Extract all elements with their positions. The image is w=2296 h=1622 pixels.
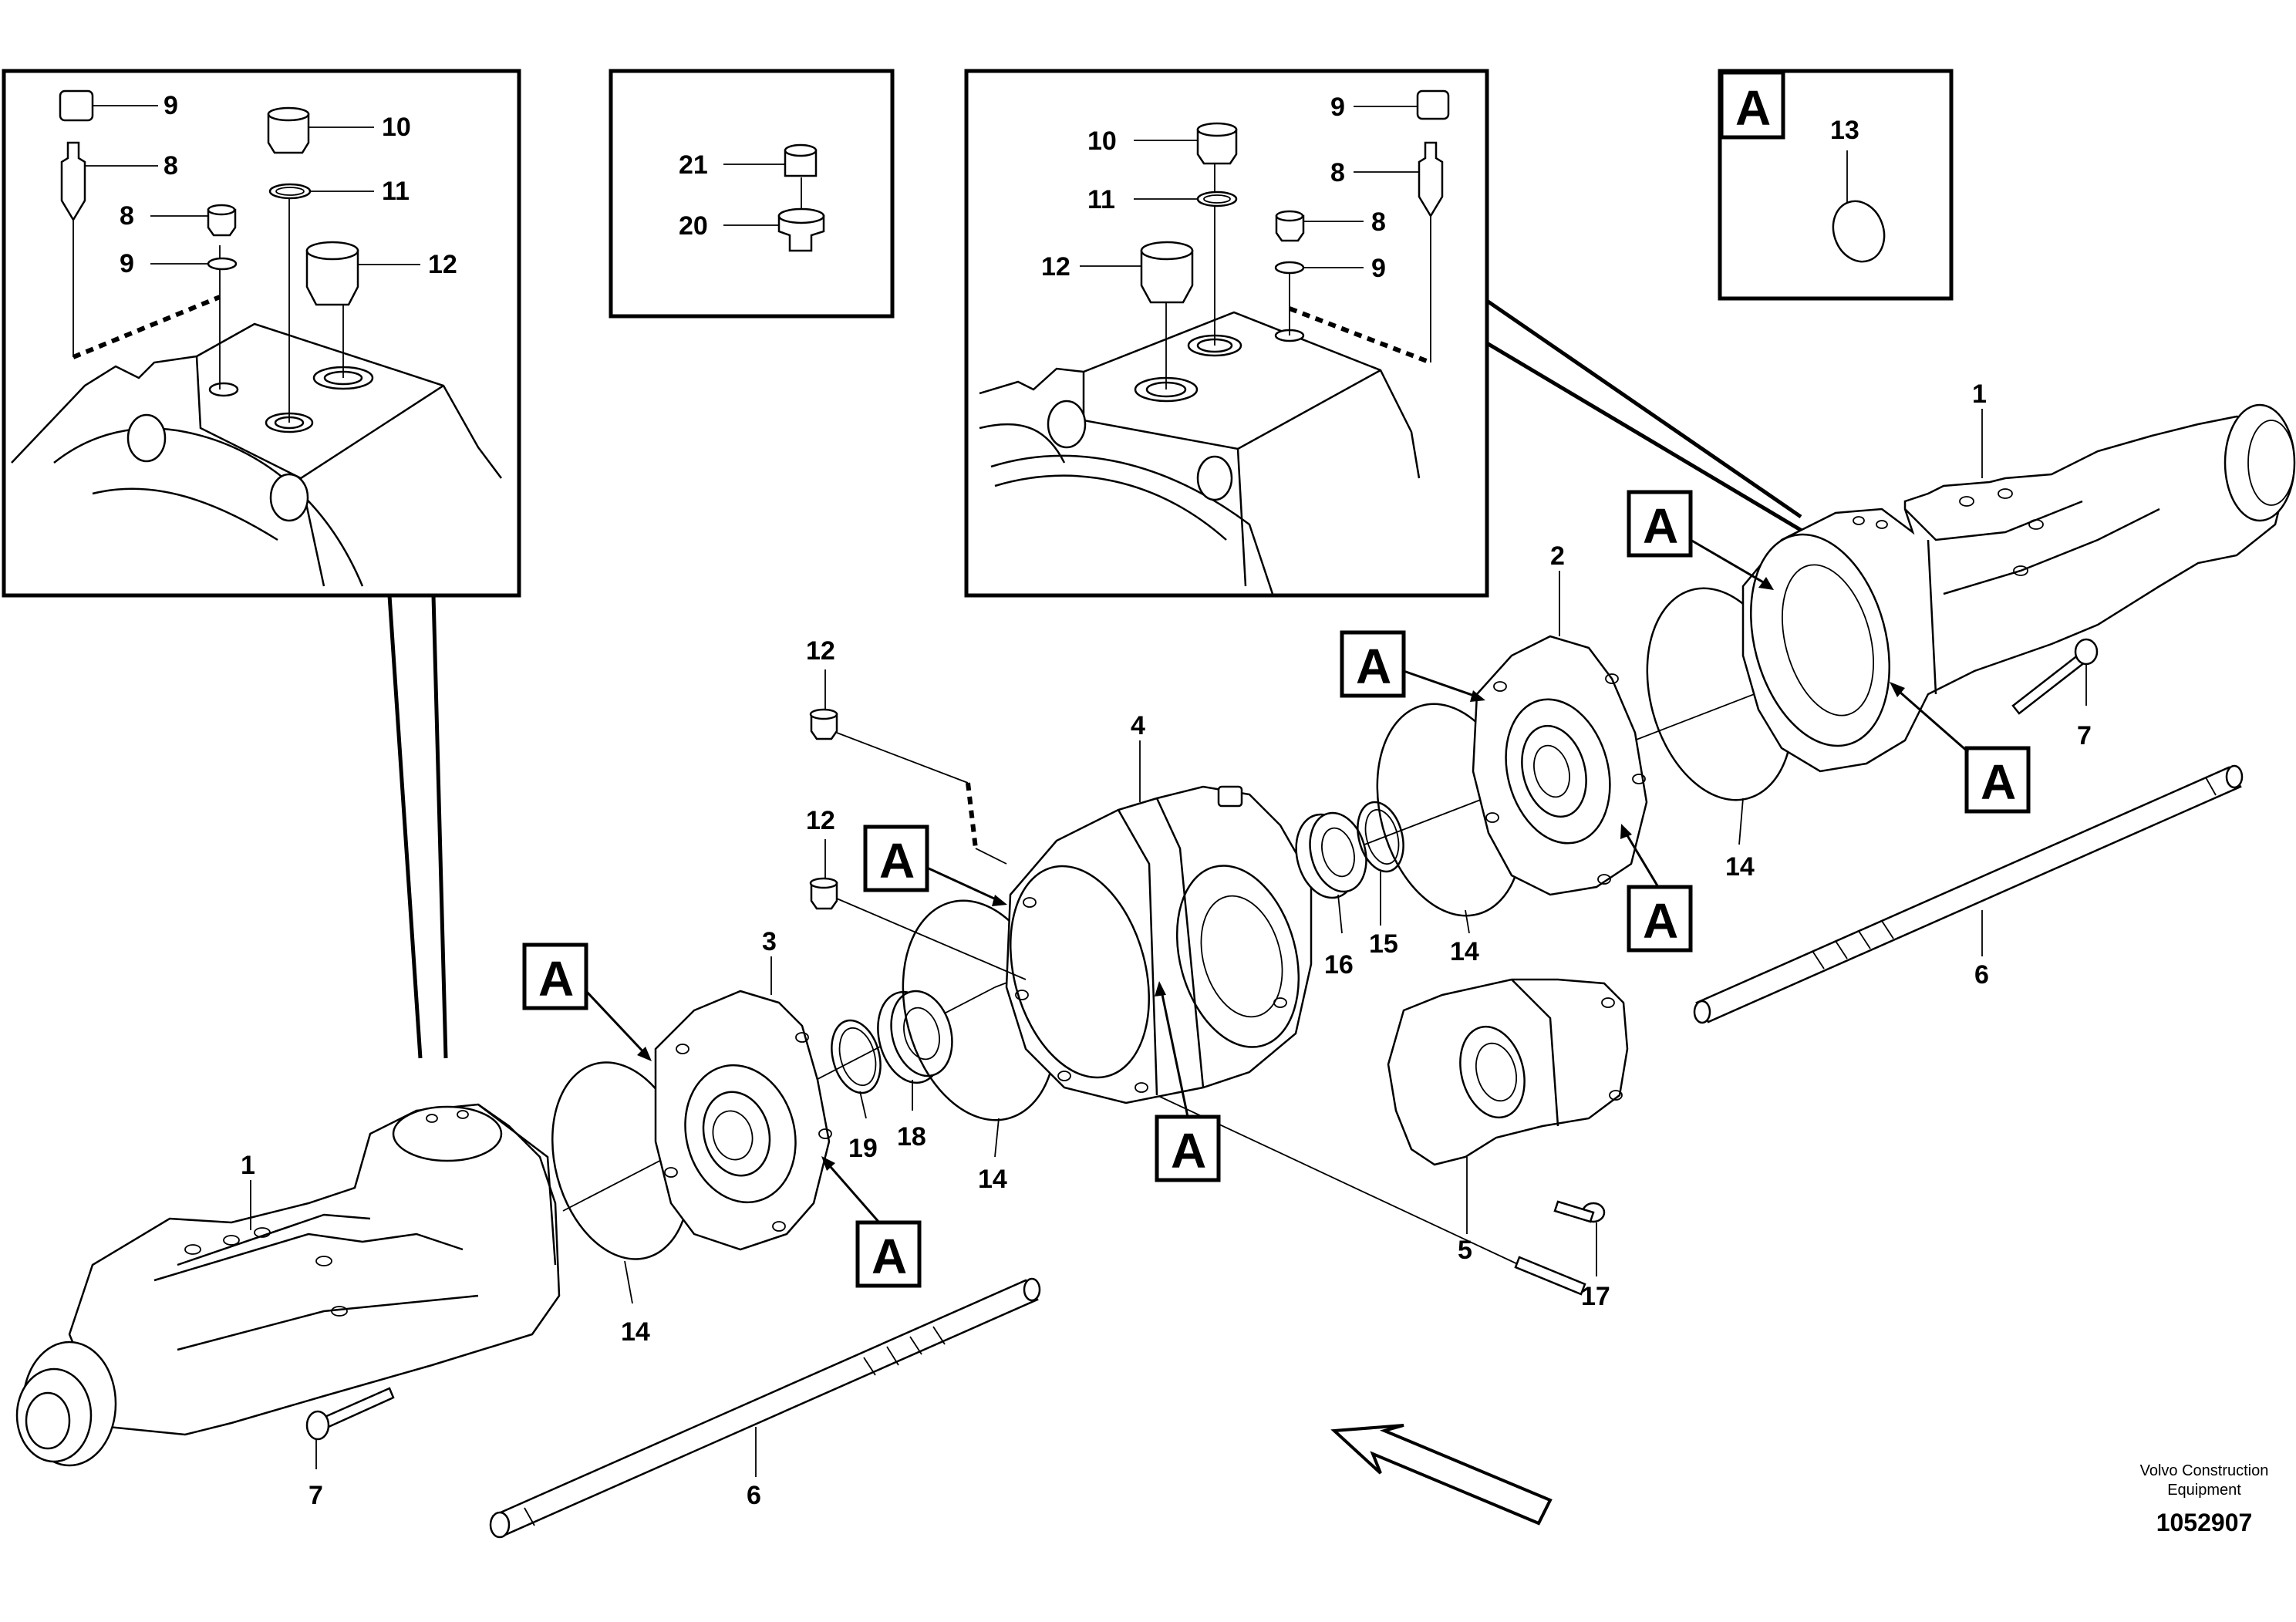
label-inset-mid-21: 21: [679, 150, 708, 180]
callout-a-1: A: [1643, 498, 1678, 554]
label-18: 18: [897, 1122, 926, 1152]
label-inset-left-9b: 9: [120, 249, 134, 278]
label-inset-right-9b: 9: [1371, 254, 1386, 283]
label-inset-left-12: 12: [428, 250, 457, 279]
label-inset-right-11: 11: [1087, 185, 1115, 214]
direction-arrow: [1330, 1424, 1553, 1526]
label-12-lower: 12: [806, 806, 835, 835]
label-inset-left-11: 11: [382, 177, 410, 206]
differential-housing-4: [1005, 785, 1313, 1104]
label-7-left: 7: [308, 1481, 323, 1510]
callout-a-6: A: [1171, 1123, 1206, 1179]
label-14-left: 14: [621, 1317, 650, 1347]
callout-a-8: A: [872, 1229, 907, 1284]
credit-line-1: Volvo Construction: [2140, 1462, 2269, 1479]
carrier-3: [654, 990, 832, 1251]
inset-right-labels: 10 11 12 9 8 8 9: [1041, 93, 1386, 283]
axle-shaft-left: [489, 1277, 1041, 1539]
label-14-right: 14: [1725, 852, 1755, 882]
label-4: 4: [1131, 711, 1145, 740]
label-inset-right-8b: 8: [1371, 207, 1386, 237]
label-19: 19: [848, 1134, 878, 1163]
label-6-right: 6: [1974, 960, 1989, 990]
inset-mid-labels: 21 20: [679, 150, 708, 241]
callout-a-7: A: [538, 951, 574, 1007]
label-5: 5: [1458, 1236, 1472, 1265]
label-1-right: 1: [1972, 379, 1987, 409]
axle-housing-left: [15, 1103, 561, 1467]
label-inset-left-10: 10: [382, 113, 411, 142]
callout-a-2: A: [1981, 754, 2016, 810]
label-1-left: 1: [241, 1151, 255, 1180]
callout-a-4: A: [1643, 893, 1678, 949]
axle-housing-right: [1741, 403, 2296, 773]
label-inset-a-13: 13: [1830, 116, 1859, 145]
label-17: 17: [1581, 1282, 1610, 1311]
carrier-2: [1472, 635, 1648, 896]
bolt-17: [1514, 1200, 1606, 1296]
credit-line-2: Equipment: [2167, 1482, 2241, 1499]
main-leaders: [250, 409, 2087, 1477]
inset-leaders: [387, 298, 1812, 1059]
document-number: 1052907: [2156, 1509, 2253, 1536]
main-labels: 1 1 2 3 4 5 6 6 7 7 12 12 14 14 14 14 15…: [241, 379, 2092, 1510]
label-inset-left-9a: 9: [164, 91, 178, 120]
label-14-mid-right: 14: [1450, 937, 1479, 966]
inset-right-housing: [979, 89, 1450, 595]
bearing-18: [877, 990, 953, 1084]
ring-19: [831, 1019, 882, 1094]
label-inset-left-8b: 8: [120, 201, 134, 231]
credit-block: Volvo Construction Equipment 1052907: [2140, 1462, 2269, 1536]
plug-12-lower: [809, 839, 1027, 980]
label-inset-mid-20: 20: [679, 211, 708, 241]
callout-boxes: A A A A A A A A: [522, 490, 2031, 1288]
inset-left-labels: 9 8 8 9 10 11 12: [120, 91, 457, 279]
inset-a-callout-letter: A: [1735, 80, 1771, 136]
inset-left-frame: [2, 69, 521, 598]
inset-mid-frame: [609, 69, 895, 319]
inset-a-content: A 13: [1719, 70, 1886, 263]
label-inset-right-9a: 9: [1330, 93, 1345, 122]
axle-shaft-right: [1693, 764, 2244, 1024]
bolt-left: [305, 1387, 395, 1441]
bracket-5: [1387, 978, 1629, 1166]
callout-a-3: A: [1356, 639, 1391, 694]
plug-12-upper: [809, 669, 1007, 865]
label-inset-right-10: 10: [1087, 126, 1117, 156]
label-16: 16: [1324, 950, 1354, 980]
label-6-left: 6: [747, 1481, 761, 1510]
label-inset-left-8a: 8: [164, 151, 178, 180]
label-3: 3: [762, 927, 777, 956]
label-inset-right-8a: 8: [1330, 158, 1345, 187]
inset-left-housing: [11, 89, 502, 587]
label-14-mid-left: 14: [978, 1165, 1007, 1194]
label-2: 2: [1550, 541, 1565, 571]
inset-mid-parts: [723, 143, 825, 252]
callout-a-5: A: [879, 833, 915, 889]
label-15: 15: [1369, 929, 1398, 959]
label-12-upper: 12: [806, 636, 835, 666]
label-inset-right-12: 12: [1041, 252, 1070, 282]
label-7-right: 7: [2077, 721, 2092, 750]
bearing-16: [1295, 811, 1367, 899]
ring-15: [1357, 801, 1404, 873]
